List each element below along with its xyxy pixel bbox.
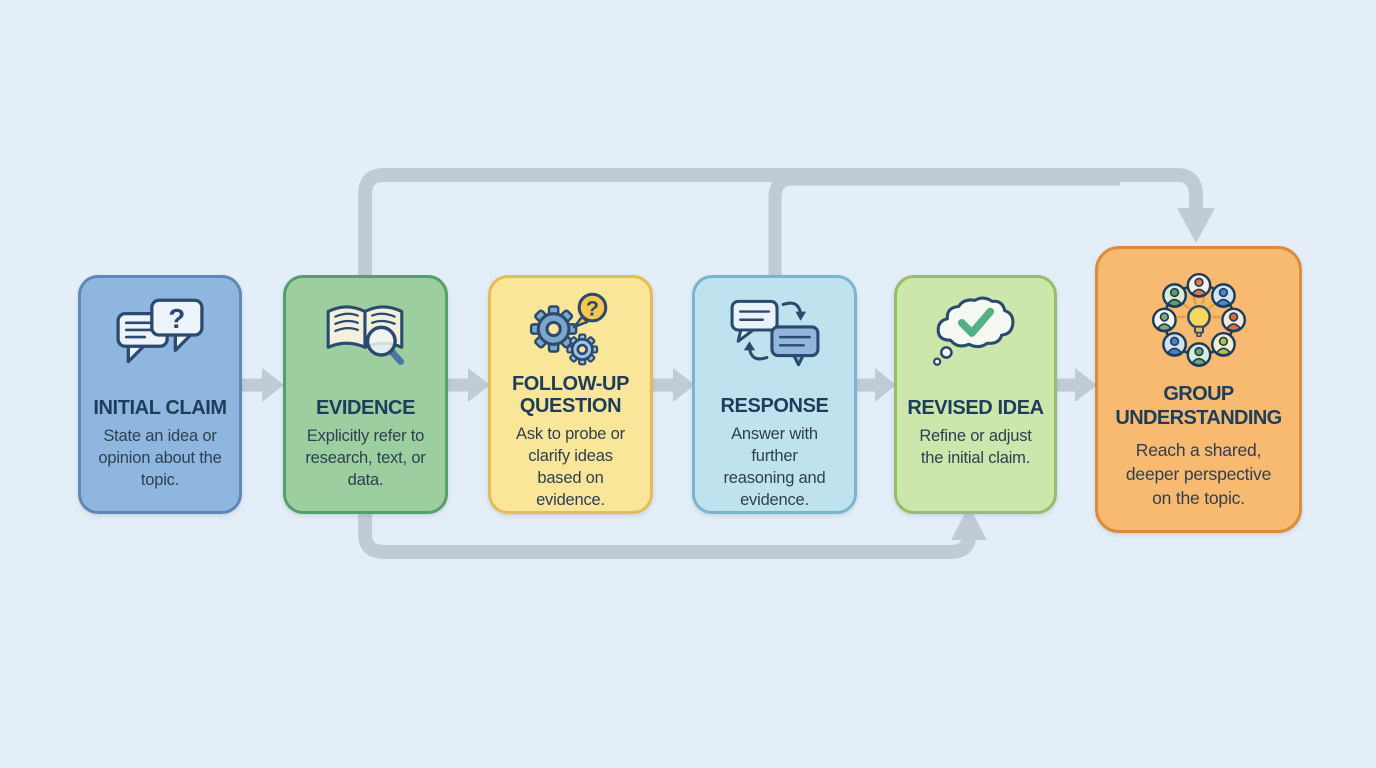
svg-text:?: ? [585,297,598,321]
step-description: Refine or adjust the initial claim. [919,427,1032,467]
svg-text:?: ? [168,303,185,334]
step-description: Explicitly refer to research, text, or d… [305,427,426,489]
flow-arrow-1 [240,368,284,402]
step-title: GROUP UNDERSTANDING [1115,383,1282,429]
step-description: Reach a shared, deeper perspective on th… [1125,440,1272,508]
top-connector-arrowhead [1177,208,1215,243]
step-title: INITIAL CLAIM [93,397,227,419]
step-card-group-understanding: GROUP UNDERSTANDING Reach a shared, deep… [1095,246,1302,533]
gears-question-icon: ? [525,286,617,366]
response-riser-line [768,172,1120,277]
step-title: RESPONSE [720,395,829,417]
chat-exchange-icon [729,286,821,366]
group-lightbulb-icon [1142,263,1256,375]
step-card-follow-up-question: ? FOLLOW-UP QUESTION Ask to probe or cla… [488,275,653,514]
step-card-evidence: EVIDENCE Explicitly refer to research, t… [283,275,448,514]
step-description: Answer with further reasoning and eviden… [723,425,826,509]
step-title: REVISED IDEA [907,397,1044,419]
step-title: EVIDENCE [315,397,416,419]
thought-check-icon [930,286,1022,368]
book-magnifier-icon [320,286,412,368]
flow-arrow-4 [855,368,896,402]
step-description: State an idea or opinion about the topic… [98,427,222,489]
step-title: FOLLOW-UP QUESTION [511,373,630,417]
step-card-response: RESPONSE Answer with further reasoning a… [692,275,857,514]
step-card-initial-claim: ? INITIAL CLAIM State an idea or opinion… [78,275,242,514]
flow-arrow-2 [446,368,490,402]
chat-question-icon: ? [114,286,206,368]
bottom-connector-line [358,512,976,559]
step-description: Ask to probe or clarify ideas based on e… [516,425,625,509]
top-connector-line [358,168,1203,277]
step-card-revised-idea: REVISED IDEA Refine or adjust the initia… [894,275,1057,514]
flow-arrow-5 [1055,368,1097,402]
bottom-connector-arrowhead [951,506,987,540]
flow-arrow-3 [651,368,695,402]
